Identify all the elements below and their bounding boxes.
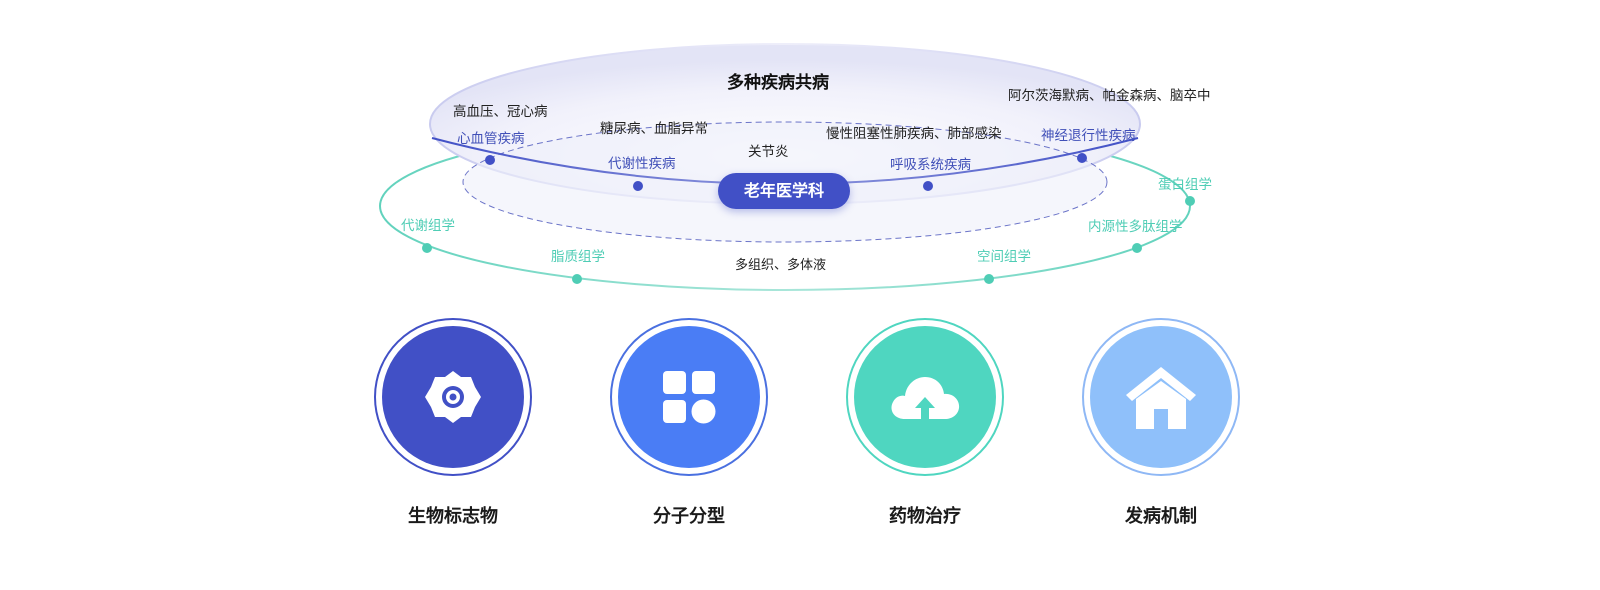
category-disc [1090, 326, 1232, 468]
category-label-biomarker: 生物标志物 [408, 506, 498, 527]
omics-label-lipidomics: 脂质组学 [551, 249, 605, 265]
dot-respiratory [923, 181, 933, 191]
disease-group-metabolic: 代谢性疾病 [608, 156, 676, 172]
omics-label-spatial: 空间组学 [977, 249, 1031, 265]
cloud-upload-icon [891, 377, 960, 423]
omics-center-label: 多组织、多体液 [735, 258, 827, 273]
disease-group-neuro: 神经退行性疾病 [1041, 128, 1136, 144]
category-ring [374, 318, 532, 476]
category-ring [610, 318, 768, 476]
dot-metabolomics [422, 243, 432, 253]
dot-proteomics [1185, 196, 1195, 206]
category-label-drug-therapy: 药物治疗 [889, 506, 961, 527]
dot-cardiovascular [485, 155, 495, 165]
gear-icon [425, 371, 481, 423]
category-disc [854, 326, 996, 468]
category-label-pathogenesis: 发病机制 [1125, 506, 1197, 527]
dot-lipidomics [572, 274, 582, 284]
category-molecular-typing [610, 318, 768, 476]
category-ring [846, 318, 1004, 476]
disease-examples-respiratory: 慢性阻塞性肺疾病、肺部感染 [826, 126, 1002, 142]
disease-examples-arthritis: 关节炎 [748, 144, 789, 160]
category-ring [1082, 318, 1240, 476]
category-biomarker [374, 318, 532, 476]
category-label-molecular-typing: 分子分型 [653, 506, 725, 527]
disease-group-respiratory: 呼吸系统疾病 [890, 157, 971, 173]
category-disc [618, 326, 760, 468]
dot-neuro [1077, 153, 1087, 163]
comorbidity-title: 多种疾病共病 [727, 73, 829, 93]
grid-icon [663, 371, 716, 424]
category-disc [382, 326, 524, 468]
category-drug-therapy [846, 318, 1004, 476]
disease-group-cardiovascular: 心血管疾病 [457, 131, 525, 147]
geriatrics-center-label: 老年医学科 [718, 173, 850, 209]
dot-metabolic [633, 181, 643, 191]
dot-peptidomics [1132, 243, 1142, 253]
dot-spatial [984, 274, 994, 284]
home-icon [1126, 367, 1196, 429]
disease-examples-metabolic: 糖尿病、血脂异常 [600, 121, 708, 137]
omics-label-peptidomics: 内源性多肽组学 [1088, 219, 1183, 235]
disease-examples-cardiovascular: 高血压、冠心病 [453, 104, 548, 120]
disease-examples-neuro: 阿尔茨海默病、帕金森病、脑卒中 [1008, 88, 1211, 104]
omics-label-metabolomics: 代谢组学 [401, 218, 455, 234]
category-pathogenesis [1082, 318, 1240, 476]
omics-label-proteomics: 蛋白组学 [1158, 177, 1212, 193]
